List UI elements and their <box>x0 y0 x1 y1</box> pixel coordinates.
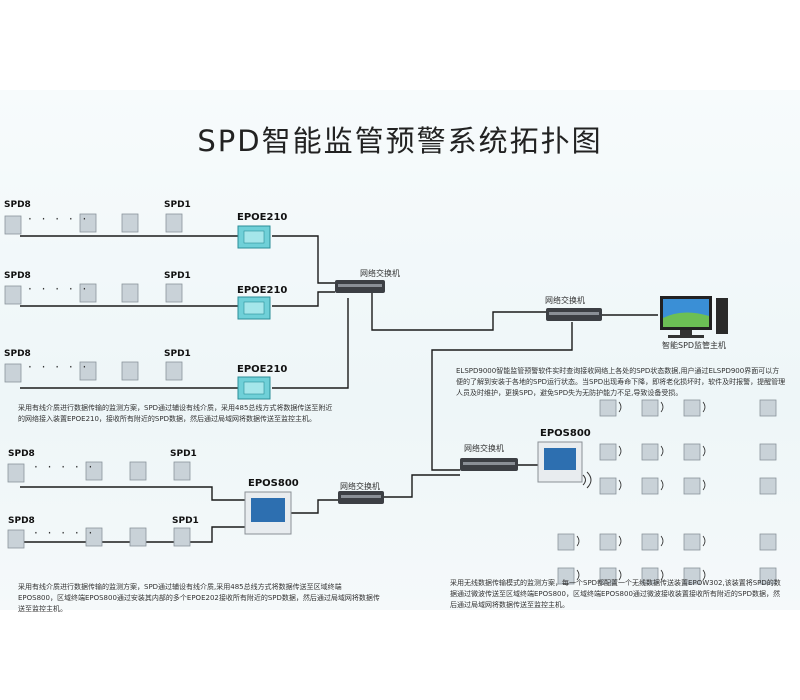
epos800-label: EPOS800 <box>540 428 591 439</box>
monitor-host-icon <box>660 296 728 338</box>
spd-modules-wired <box>4 213 191 549</box>
epoe210-label: EPOE210 <box>237 285 288 296</box>
description-wired-epos: 采用有线介质进行数据传输的监测方案，SPD通过辅设有线介质,采用485总线方式将… <box>18 583 380 613</box>
host-label: 智能SPD监管主机 <box>662 341 727 350</box>
diagram-background <box>0 90 800 610</box>
ellipsis: · · · · · <box>28 282 90 296</box>
spd8-label: SPD8 <box>4 349 31 359</box>
spd1-label: SPD1 <box>164 271 191 281</box>
epoe210-device <box>237 376 271 400</box>
spd1-label: SPD1 <box>170 449 197 459</box>
ellipsis: · · · · · <box>28 212 90 226</box>
epoe210-device <box>237 296 271 320</box>
spd8-label: SPD8 <box>4 200 31 210</box>
wireless-signal-icon <box>582 471 592 489</box>
switch-label: 网络交换机 <box>545 296 585 305</box>
spd1-label: SPD1 <box>164 200 191 210</box>
epos800-terminal <box>244 491 292 535</box>
description-wired-epoe: 采用有线介质进行数据传输的监测方案，SPD通过辅设有线介质，采用485总线方式将… <box>18 404 333 423</box>
page-title: SPD智能监管预警系统拓扑图 <box>197 124 603 158</box>
network-switch <box>335 280 385 293</box>
spd-modules-wireless <box>557 399 777 585</box>
switch-label: 网络交换机 <box>340 482 380 491</box>
epoe210-device <box>237 225 271 249</box>
connection-lines <box>20 235 658 543</box>
ellipsis: · · · · · <box>34 526 96 540</box>
ellipsis: · · · · · <box>28 360 90 374</box>
switch-label: 网络交换机 <box>360 269 400 278</box>
wireless-wave-icons <box>576 401 706 581</box>
spd1-label: SPD1 <box>172 516 199 526</box>
spd1-label: SPD1 <box>164 349 191 359</box>
spd8-label: SPD8 <box>8 516 35 526</box>
network-switch <box>546 308 602 321</box>
description-software: ELSPD9000智能监管预警软件实时查询接收网络上各处的SPD状态数据,用户通… <box>456 367 786 397</box>
network-switch <box>460 458 518 471</box>
epos800-terminal <box>537 441 583 483</box>
description-wireless: 采用无线数据传输模式的监测方案，每一个SPD都配置一个无线数据传送装置EPOW3… <box>450 579 781 609</box>
epoe210-label: EPOE210 <box>237 212 288 223</box>
spd8-label: SPD8 <box>8 449 35 459</box>
switch-label: 网络交换机 <box>464 444 504 453</box>
spd8-label: SPD8 <box>4 271 31 281</box>
epoe210-label: EPOE210 <box>237 364 288 375</box>
ellipsis: · · · · · <box>34 460 96 474</box>
epos800-label: EPOS800 <box>248 478 299 489</box>
network-switch <box>338 491 384 504</box>
